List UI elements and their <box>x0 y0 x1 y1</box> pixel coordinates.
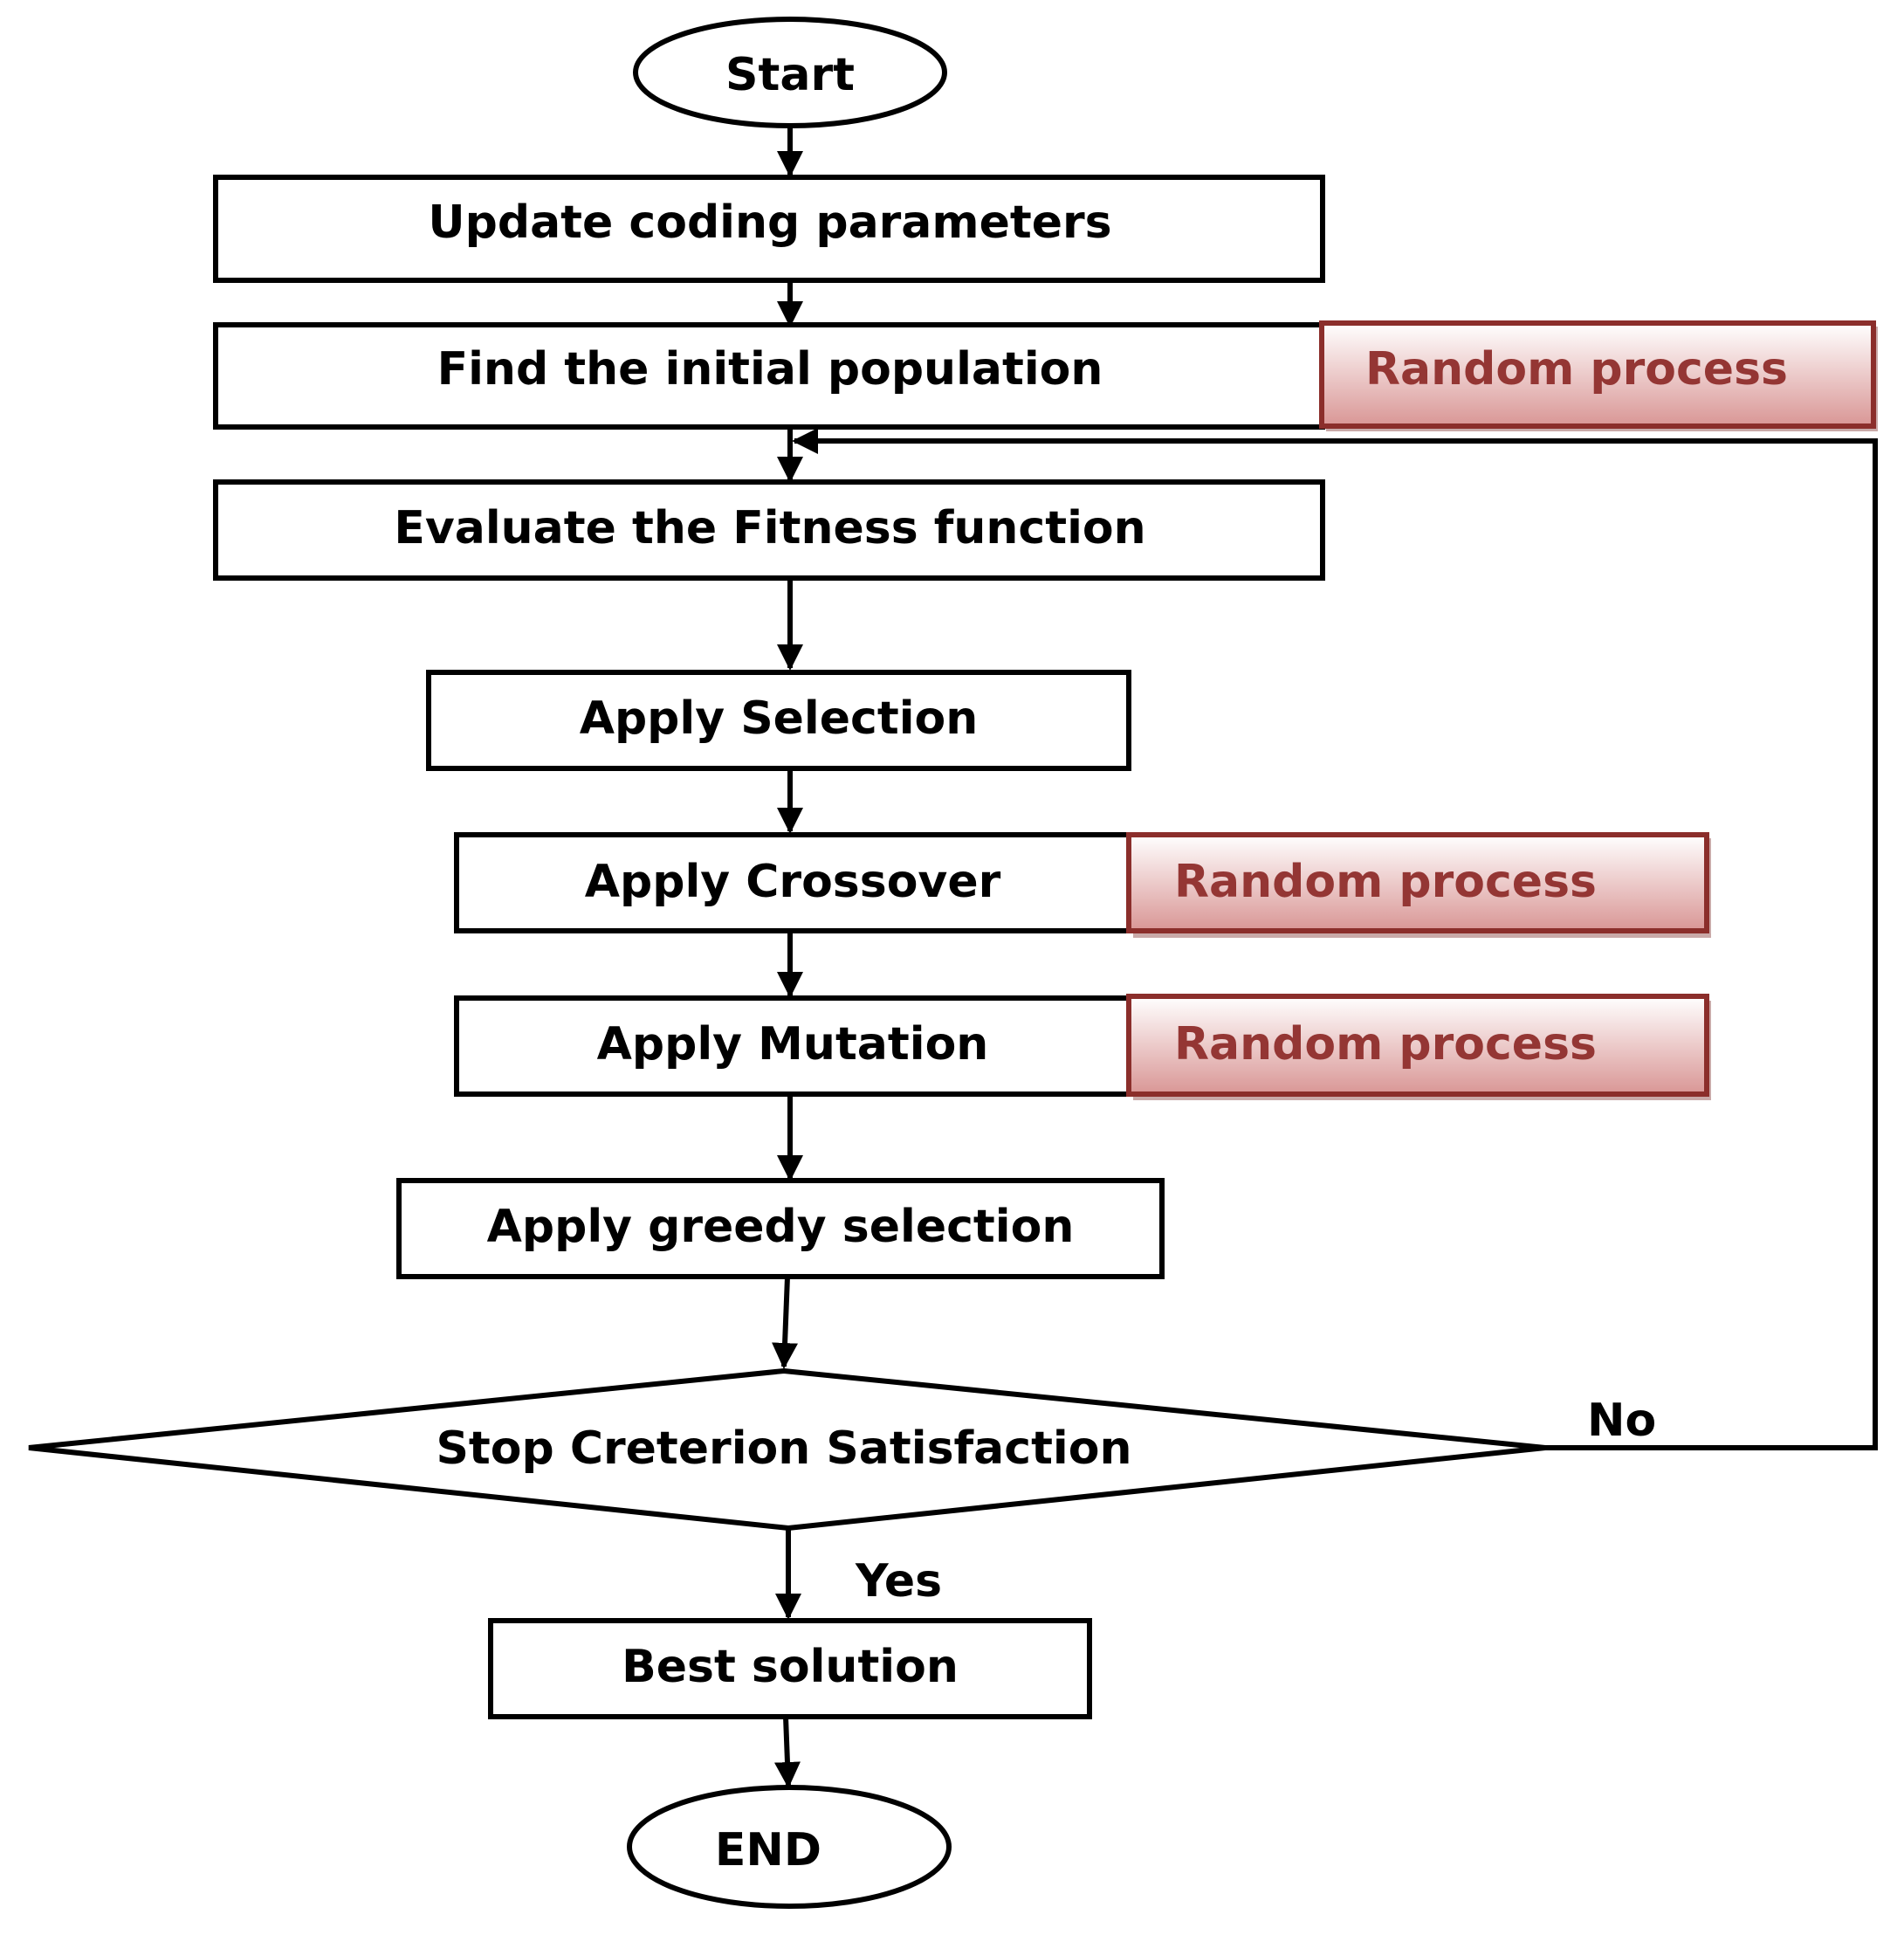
start-label: Start <box>725 49 855 101</box>
edge-greedy-stop <box>772 1276 799 1369</box>
mutation-label: Apply Mutation <box>597 1018 989 1071</box>
end-terminal: END <box>627 1785 952 1909</box>
start-terminal: Start <box>633 17 947 128</box>
random-mutation-label: Random process <box>1174 1018 1597 1071</box>
random-process-crossover: Random process <box>1126 832 1711 938</box>
selection-label: Apply Selection <box>580 692 979 745</box>
random-crossover-label: Random process <box>1174 856 1597 908</box>
random-mutation-box <box>1126 994 1709 1097</box>
selection-step: Apply Selection <box>426 670 1131 771</box>
best-solution-step: Best solution <box>488 1618 1092 1719</box>
edge-no-loop <box>792 428 1878 1450</box>
start-ellipse <box>633 17 947 128</box>
initial-population-label: Find the initial population <box>437 343 1103 396</box>
mutation-box <box>454 995 1131 1097</box>
random-process-mutation: Random process <box>1126 994 1711 1100</box>
evaluate-step: Evaluate the Fitness function <box>213 479 1325 581</box>
update-step: Update coding parameters <box>213 175 1325 283</box>
random-initial-box <box>1319 320 1876 429</box>
greedy-label: Apply greedy selection <box>487 1201 1075 1253</box>
greedy-box <box>396 1178 1165 1279</box>
evaluate-box <box>213 479 1325 581</box>
crossover-step: Apply Crossover <box>454 832 1131 933</box>
update-box <box>213 175 1325 283</box>
edge-best-end <box>773 1716 801 1788</box>
best-solution-box <box>488 1618 1092 1719</box>
stop-decision: Stop Creterion Satisfaction <box>28 1367 1546 1532</box>
evaluate-label: Evaluate the Fitness function <box>394 502 1145 554</box>
yes-label: Yes <box>855 1555 942 1608</box>
random-process-initial: Random process <box>1319 320 1878 431</box>
stop-label: Stop Creterion Satisfaction <box>436 1422 1131 1475</box>
random-crossover-box <box>1126 832 1709 933</box>
end-label: END <box>715 1824 821 1876</box>
edges <box>772 127 1878 1788</box>
greedy-step: Apply greedy selection <box>396 1178 1165 1279</box>
initial-population-step: Find the initial population <box>213 322 1325 430</box>
update-label: Update coding parameters <box>428 196 1111 249</box>
end-ellipse <box>627 1785 952 1909</box>
stop-diamond <box>28 1367 1546 1532</box>
mutation-step: Apply Mutation <box>454 995 1131 1097</box>
selection-box <box>426 670 1131 771</box>
no-label: No <box>1587 1394 1656 1447</box>
random-initial-label: Random process <box>1365 343 1788 396</box>
crossover-label: Apply Crossover <box>585 856 1001 908</box>
best-solution-label: Best solution <box>622 1641 959 1693</box>
